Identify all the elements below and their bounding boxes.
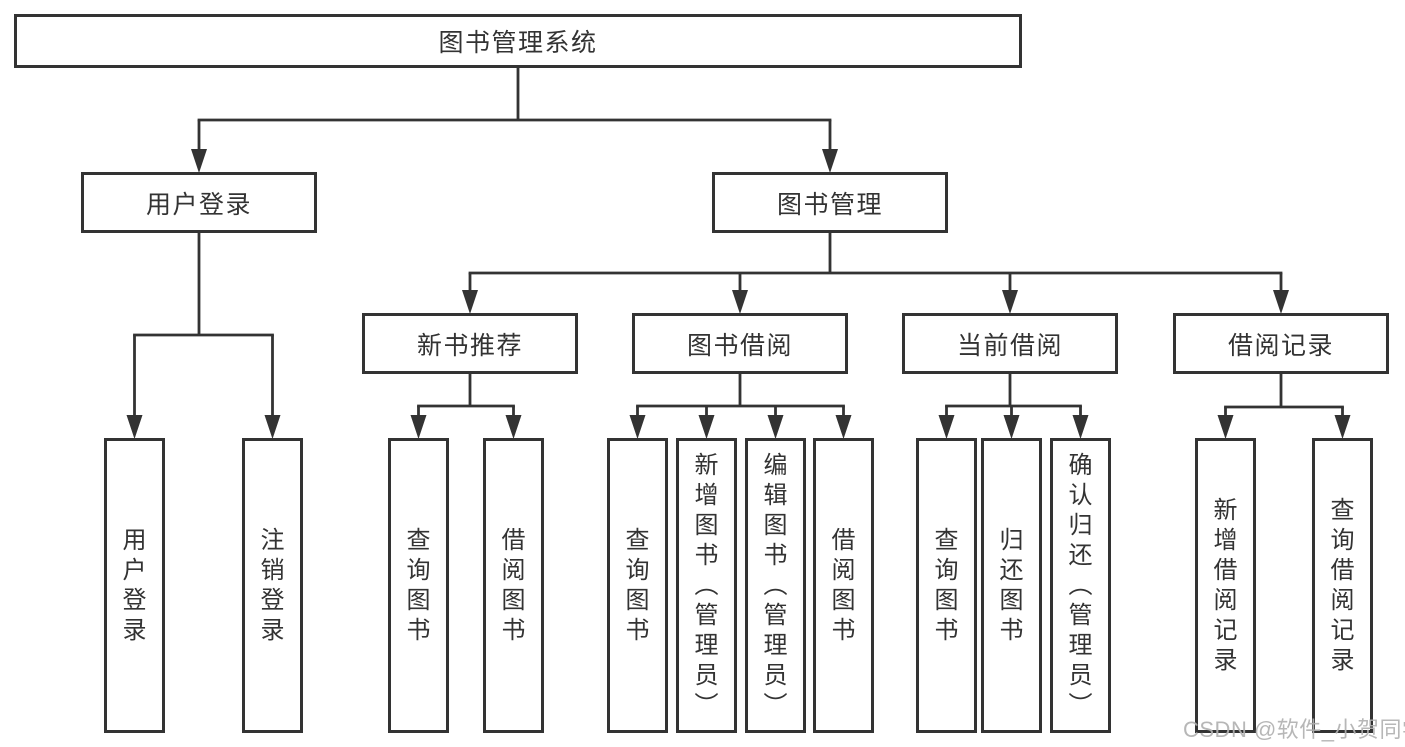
node-user-login-group: 用户登录: [81, 172, 317, 233]
connector-new-book-rec: [410, 374, 522, 439]
node-label: 图书借阅: [686, 331, 793, 360]
node-label-vertical: 确认归还︵管理员︶: [1068, 451, 1093, 719]
node-book-borrow: 图书借阅: [632, 313, 848, 374]
node-bb-edit-books: 编辑图书︵管理员︶: [745, 438, 806, 733]
node-label: 当前借阅: [956, 331, 1063, 360]
node-cb-return-books: 归还图书: [981, 438, 1042, 733]
node-label-vertical: 借阅图书: [501, 526, 526, 644]
node-bb-query-books: 查询图书: [607, 438, 668, 733]
node-label-vertical: 用户登录: [122, 526, 147, 644]
node-borrow-records: 借阅记录: [1173, 313, 1389, 374]
node-label-vertical: 新增图书︵管理员︶: [694, 451, 719, 719]
connector-system: [191, 68, 838, 173]
node-label-vertical: 查询图书: [625, 526, 650, 644]
node-label: 用户登录: [145, 190, 252, 219]
node-bb-add-books: 新增图书︵管理员︶: [676, 438, 737, 733]
node-label-vertical: 归还图书: [999, 526, 1024, 644]
node-system: 图书管理系统: [14, 14, 1022, 68]
node-nb-query-books: 查询图书: [388, 438, 449, 733]
connector-current-borrow: [938, 374, 1089, 439]
node-label: 新书推荐: [416, 331, 523, 360]
node-new-book-rec: 新书推荐: [362, 313, 578, 374]
node-bb-borrow-books: 借阅图书: [813, 438, 874, 733]
node-br-query-record: 查询借阅记录: [1312, 438, 1373, 733]
node-book-mgmt: 图书管理: [712, 172, 948, 233]
node-cb-query-books: 查询图书: [916, 438, 977, 733]
node-label: 借阅记录: [1227, 331, 1334, 360]
connector-book-borrow: [629, 374, 852, 439]
node-label: 图书管理系统: [438, 29, 598, 57]
watermark: CSDN @软件_小贺同学: [1183, 717, 1405, 742]
node-label-vertical: 借阅图书: [831, 526, 856, 644]
node-label: 图书管理: [776, 190, 883, 219]
node-label-vertical: 注销登录: [260, 526, 285, 644]
node-label-vertical: 新增借阅记录: [1213, 496, 1238, 674]
node-label-vertical: 查询图书: [934, 526, 959, 644]
node-br-add-record: 新增借阅记录: [1195, 438, 1256, 733]
connector-user-login-group: [126, 233, 281, 439]
node-label-vertical: 查询借阅记录: [1330, 496, 1355, 674]
node-label-vertical: 编辑图书︵管理员︶: [763, 451, 788, 719]
node-nb-borrow-books: 借阅图书: [483, 438, 544, 733]
node-current-borrow: 当前借阅: [902, 313, 1118, 374]
connector-borrow-records: [1217, 374, 1351, 439]
node-label-vertical: 查询图书: [406, 526, 431, 644]
node-user-login: 用户登录: [104, 438, 165, 733]
node-cb-confirm-return: 确认归还︵管理员︶: [1050, 438, 1111, 733]
connector-book-mgmt: [462, 233, 1289, 314]
node-logout-login: 注销登录: [242, 438, 303, 733]
